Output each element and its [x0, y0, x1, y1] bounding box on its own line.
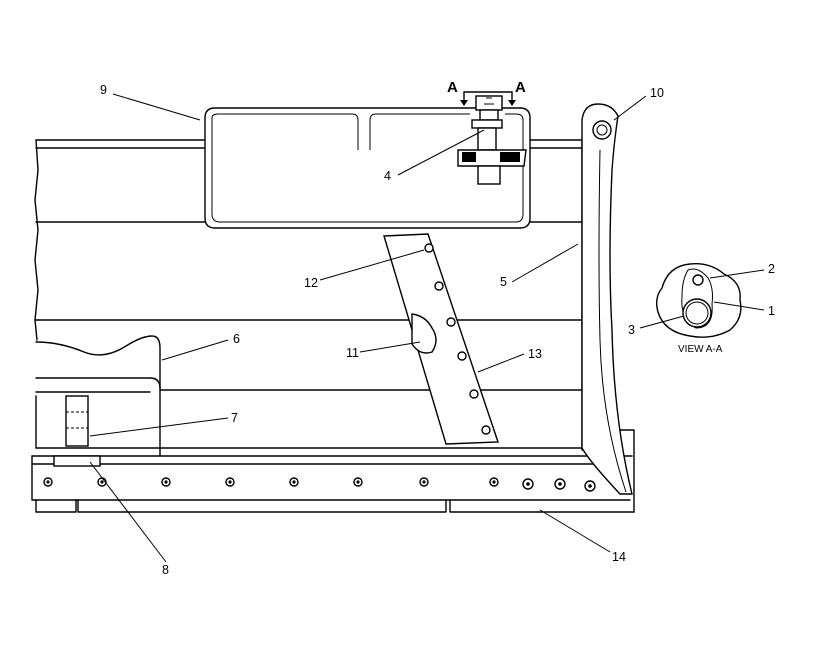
callout-2: 2 — [768, 262, 775, 276]
callout-labels: 1 2 3 4 5 6 7 8 9 10 11 12 13 14 — [100, 83, 775, 577]
view-a-a-detail: VIEW A-A — [655, 263, 742, 355]
leader-lines — [89, 93, 765, 563]
callout-5: 5 — [500, 275, 507, 289]
callout-14: 14 — [612, 550, 626, 564]
section-marker: A A — [447, 79, 526, 106]
callout-1: 1 — [768, 304, 775, 318]
brace-plate — [383, 233, 499, 445]
callout-10: 10 — [650, 86, 664, 100]
section-label-left: A — [447, 79, 458, 96]
callout-13: 13 — [528, 347, 542, 361]
callout-6: 6 — [233, 332, 240, 346]
callout-8: 8 — [162, 563, 169, 577]
callout-3: 3 — [628, 323, 635, 337]
left-mount — [35, 335, 161, 467]
end-bit — [581, 103, 633, 495]
callout-9: 9 — [100, 83, 107, 97]
callout-11: 11 — [346, 346, 359, 360]
callout-7: 7 — [231, 411, 238, 425]
cutting-edge-bolts — [43, 477, 596, 492]
section-label-right: A — [515, 79, 526, 96]
top-brace-box — [204, 107, 531, 229]
callout-4: 4 — [384, 169, 391, 183]
bolt-assembly — [457, 95, 527, 185]
view-label: VIEW A-A — [678, 344, 723, 355]
callout-12: 12 — [304, 276, 318, 290]
